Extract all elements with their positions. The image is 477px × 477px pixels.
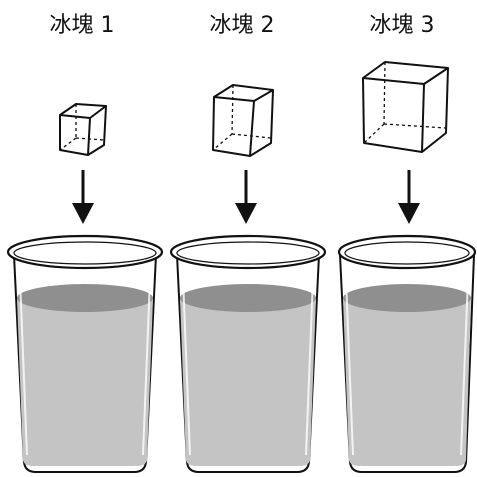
ice-cube-2 <box>212 84 274 157</box>
beaker-1 <box>6 234 164 473</box>
arrow-down-icon-3 <box>398 170 420 224</box>
beaker-2 <box>169 234 327 473</box>
arrow-down-icon-2 <box>235 170 257 224</box>
ice-cube-3-label: 冰塊 3 <box>369 13 435 38</box>
ice-cube-2-label: 冰塊 2 <box>209 13 275 38</box>
ice-cube-1-label: 冰塊 1 <box>49 13 115 38</box>
beaker-3 <box>337 234 477 473</box>
arrow-down-icon-1 <box>72 170 94 224</box>
ice-cube-3 <box>362 61 449 153</box>
ice-cube-1 <box>59 103 107 156</box>
